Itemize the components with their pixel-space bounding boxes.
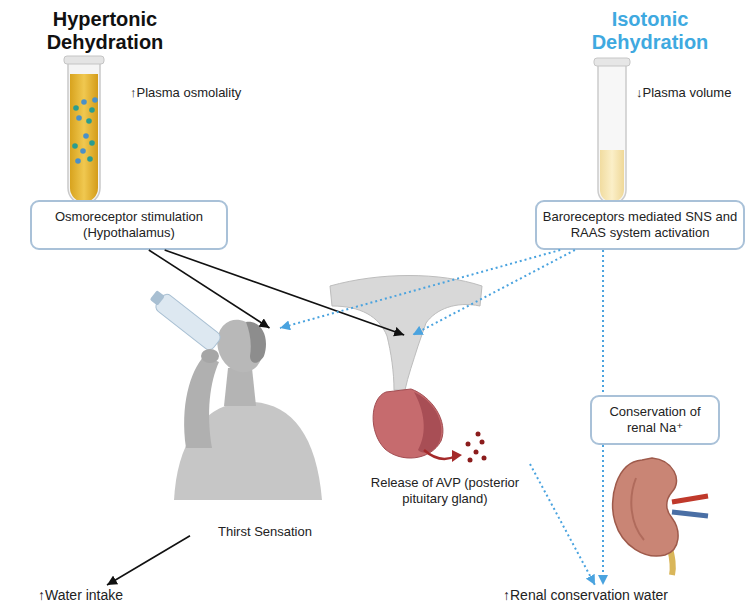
measure-label: ↓Plasma volume: [636, 86, 751, 101]
outcome-text: ↑Water intake: [30, 585, 140, 607]
person-drinking-part: [150, 290, 165, 306]
pituitary-gland-part: [476, 432, 481, 437]
person-drinking-part: [209, 313, 270, 380]
person-drinking-part: [153, 292, 222, 352]
test-tube-hypertonic: [64, 56, 104, 204]
person-drinking-part: [201, 349, 219, 363]
test-tube-hypertonic-part: [64, 56, 104, 64]
pituitary-gland-part: [330, 276, 482, 391]
flow-arrow: [530, 464, 595, 585]
flow-arrow: [165, 250, 405, 335]
flow-arrow: [602, 445, 604, 585]
outcome-text: ↑Renal conservation water: [495, 585, 695, 607]
pituitary-gland: [330, 276, 487, 463]
test-tube-isotonic-part: [600, 150, 624, 202]
process-box: Osmoreceptor stimulation (Hypothalamus): [30, 200, 228, 250]
kidney-illustration-part: [672, 512, 708, 516]
test-tube-isotonic: [594, 58, 630, 204]
pituitary-gland-part: [414, 392, 441, 453]
test-tube-hypertonic-part: [89, 107, 95, 113]
flow-arrow: [149, 250, 270, 328]
test-tube-hypertonic-part: [68, 62, 100, 204]
node-text: Thirst Sensation: [218, 524, 312, 540]
node-text: ↑Renal conservation water: [503, 587, 668, 605]
measure-label: ↑Plasma osmolality: [130, 86, 300, 101]
illustration-node: Release of AVP (posterior pituitary glan…: [360, 335, 530, 507]
test-tube-hypertonic-part: [81, 99, 87, 105]
test-tube-hypertonic-part: [73, 105, 79, 111]
test-tube-hypertonic-part: [86, 118, 92, 124]
section-title: Hypertonic Dehydration: [35, 8, 175, 54]
test-tube-hypertonic-part: [76, 115, 82, 121]
pituitary-gland-part: [424, 450, 456, 459]
kidney-illustration-part: [631, 478, 644, 540]
node-text: Osmoreceptor stimulation (Hypothalamus): [37, 209, 221, 242]
pituitary-gland-part: [466, 442, 471, 447]
pituitary-gland-part: [452, 450, 462, 462]
person-drinking-part: [246, 322, 266, 363]
test-tube-hypertonic-part: [83, 133, 89, 139]
person-drinking-part: [224, 368, 256, 406]
test-tube-hypertonic-part: [87, 156, 93, 162]
test-tube-hypertonic-part: [80, 148, 86, 154]
pituitary-gland-part: [468, 458, 473, 463]
test-tube-hypertonic-part: [92, 97, 98, 103]
kidney-illustration-part: [672, 496, 708, 502]
process-box: Conservation of renal Na⁺: [590, 395, 720, 445]
flow-arrow: [280, 250, 560, 328]
kidney-illustration-part: [613, 458, 678, 556]
pituitary-gland-part: [474, 450, 479, 455]
test-tube-hypertonic-part: [75, 158, 81, 164]
section-title: Isotonic Dehydration: [580, 8, 720, 54]
pituitary-gland-part: [480, 440, 485, 445]
pituitary-gland-part: [482, 456, 487, 461]
illustration-node: Thirst Sensation: [190, 328, 340, 540]
node-text: Baroreceptors mediated SNS and RAAS syst…: [542, 209, 738, 242]
flow-arrow: [413, 250, 575, 335]
person-drinking-part: [184, 356, 219, 448]
node-text: Release of AVP (posterior pituitary glan…: [368, 475, 523, 508]
test-tube-isotonic-part: [594, 58, 630, 66]
flow-arrow: [107, 536, 190, 585]
pituitary-gland-part: [373, 389, 443, 458]
kidney-illustration: [613, 458, 708, 575]
test-tube-hypertonic-part: [70, 74, 98, 202]
node-text: ↑Water intake: [38, 587, 123, 605]
node-text: Conservation of renal Na⁺: [597, 404, 713, 437]
person-drinking: [150, 290, 322, 500]
process-box: Baroreceptors mediated SNS and RAAS syst…: [535, 200, 745, 250]
flow-arrow: [602, 250, 604, 395]
test-tube-hypertonic-part: [89, 140, 95, 146]
test-tube-isotonic-part: [598, 64, 626, 204]
test-tube-hypertonic-part: [72, 143, 78, 149]
